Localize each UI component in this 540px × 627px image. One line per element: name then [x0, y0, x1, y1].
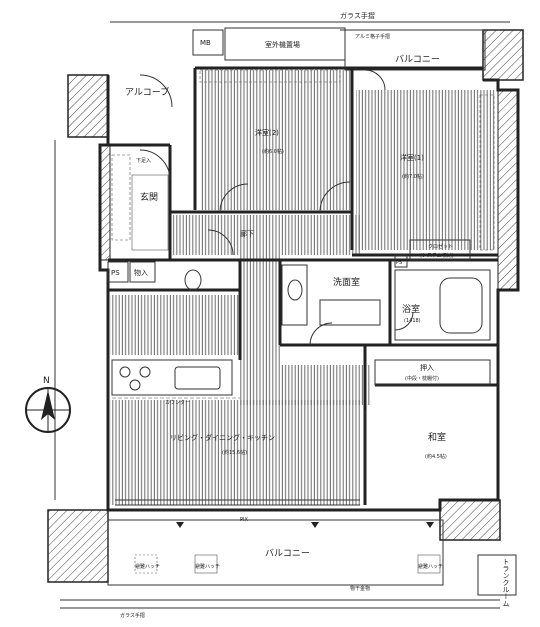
compass-north: N	[43, 376, 50, 386]
column-bottom-right	[439, 499, 501, 541]
shoe-box	[111, 154, 131, 241]
label-pix: PIX	[240, 517, 248, 523]
label-hallway: 廊下	[240, 229, 254, 238]
door-entrance	[139, 149, 171, 181]
trunk-room-box	[477, 554, 517, 596]
top-balcony-box	[344, 29, 486, 71]
label-evac-hatch-3: 避難ハッチ	[418, 563, 443, 570]
label-oshiire: 押入	[420, 363, 434, 372]
kitchen-floor	[110, 295, 240, 355]
label-shoe-box: 下足入	[136, 158, 151, 164]
label-washitsu-size: (約4.5帖)	[425, 453, 447, 460]
stove-3	[129, 379, 141, 391]
label-closet: クロゼット	[428, 243, 453, 250]
label-ldk: リビング・ダイニング・キッチン	[170, 433, 275, 442]
entrance-floor	[131, 174, 169, 251]
label-sash: 物干金物	[350, 585, 370, 592]
label-ps-right: PS	[396, 260, 402, 266]
stove-2	[139, 366, 151, 378]
ps-right-box	[394, 254, 408, 268]
bath-box	[394, 269, 491, 341]
evac-hatch-2	[194, 554, 218, 574]
kitchen-counter	[111, 359, 233, 396]
bedroom1-floor	[356, 90, 496, 250]
pix-marker-3	[426, 522, 434, 528]
label-bedroom2-size: (約6.0帖)	[262, 148, 284, 155]
column-top-left	[67, 74, 109, 138]
label-alcove: アルコーブ	[125, 86, 169, 98]
door-bath	[394, 311, 414, 331]
door-washroom	[309, 322, 333, 346]
toilet-room	[281, 264, 308, 326]
label-bath: 浴室	[402, 303, 420, 315]
label-evac-hatch-1: 避難ハッチ	[135, 563, 160, 570]
evac-hatch-3	[417, 554, 441, 574]
corridor-floor	[240, 255, 280, 365]
column-mid-right	[497, 89, 519, 291]
label-aluminum-rail: アルミ格子手摺	[355, 33, 390, 40]
compass	[25, 387, 71, 433]
bedroom2-closet	[199, 69, 341, 83]
oshiire-box	[374, 359, 491, 386]
bathtub	[439, 277, 483, 334]
ldk-floor	[110, 400, 360, 505]
door-bedroom1	[319, 181, 351, 213]
label-bedroom1-size: (約7.0帖)	[402, 173, 424, 180]
ps-left-box	[107, 261, 129, 283]
mb-box	[192, 29, 224, 56]
label-ps-left: PS	[111, 269, 120, 277]
bedroom2-floor	[200, 70, 352, 210]
label-closet-sub: (システム収納)	[420, 252, 454, 259]
pix-marker-2	[311, 522, 319, 528]
label-oshiire-sub: (中段・枕棚付)	[405, 375, 439, 382]
label-entrance: 玄関	[140, 191, 158, 203]
label-bedroom1: 洋室(1)	[400, 153, 424, 162]
label-mb: MB	[200, 39, 211, 47]
label-trunk-room: トランクルーム	[502, 558, 510, 607]
storage-box	[129, 261, 156, 283]
label-outdoor-unit: 室外機置場	[265, 40, 300, 49]
label-counter: カウンター	[165, 399, 190, 406]
column-bottom-left	[47, 509, 109, 583]
pix-marker-1	[176, 522, 184, 528]
door-hall-ldk	[207, 229, 234, 256]
door-alcove	[139, 74, 173, 108]
washbasin-counter	[319, 299, 381, 326]
balcony-bottom-box	[107, 519, 444, 586]
outer-wall	[98, 75, 520, 512]
label-washroom: 洗面室	[333, 276, 360, 288]
closet-box	[409, 239, 471, 261]
kitchen-sink	[174, 366, 221, 390]
toilet	[287, 279, 303, 301]
label-balcony-top: バルコニー	[395, 54, 440, 65]
column-top-right	[482, 29, 524, 81]
label-balcony-bottom: バルコニー	[265, 548, 310, 559]
label-bedroom2: 洋室(2)	[255, 128, 279, 137]
label-washitsu: 和室	[428, 431, 446, 443]
label-glass-rail-top: ガラス手摺	[340, 11, 375, 20]
label-glass-rail-bottom: ガラス手摺	[120, 612, 145, 619]
label-storage: 物入	[134, 268, 148, 277]
door-balcony	[364, 69, 386, 91]
label-ldk-size: (約15.6帖)	[222, 449, 247, 456]
stove-1	[119, 366, 131, 378]
label-bath-size: (1418)	[404, 318, 421, 324]
door-bedroom2	[219, 183, 249, 213]
toilet-2	[184, 269, 202, 291]
bedroom1-closet	[479, 94, 495, 251]
hallway-floor	[170, 215, 360, 255]
label-evac-hatch-2: 避難ハッチ	[195, 563, 220, 570]
ldk-upper-floor	[240, 365, 370, 405]
